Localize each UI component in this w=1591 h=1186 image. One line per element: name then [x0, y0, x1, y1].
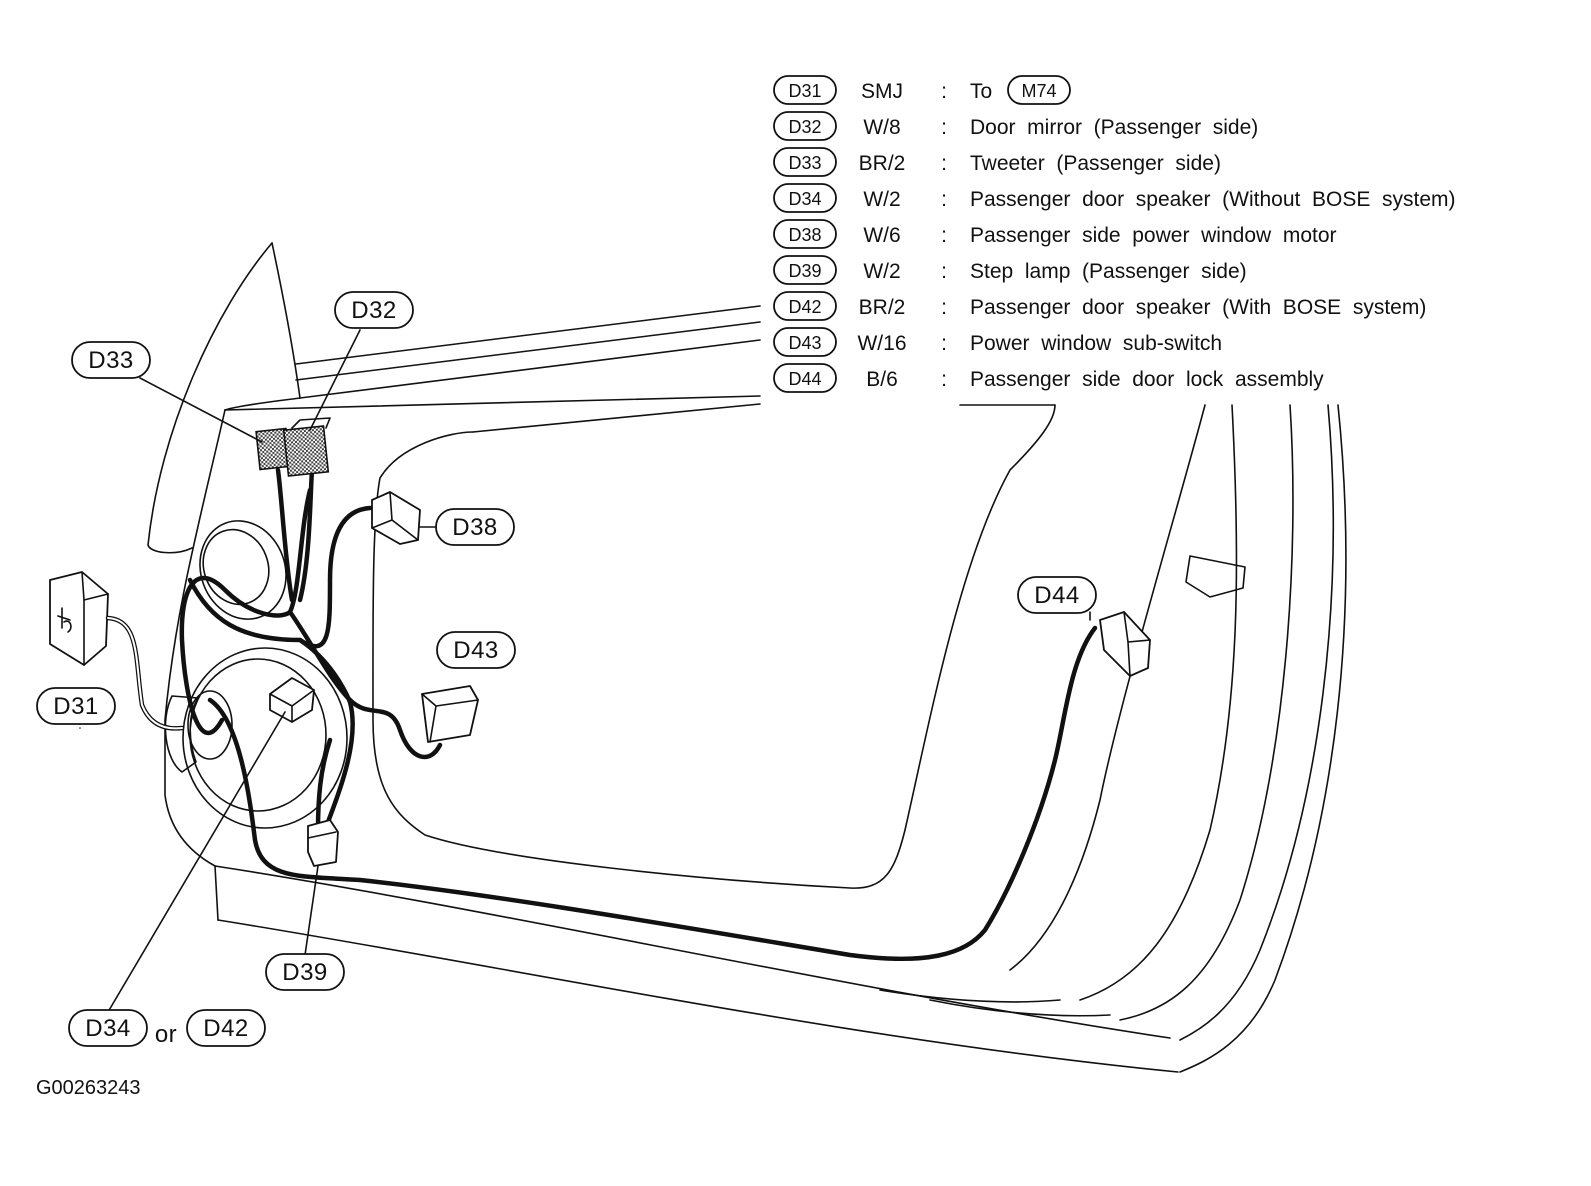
connector-d32-body: [282, 417, 331, 477]
legend-separator: :: [941, 224, 947, 247]
legend-ref-badge: [1007, 75, 1071, 105]
callout-d38: D38: [435, 508, 515, 546]
legend-description: Passenger side door lock assembly: [970, 368, 1324, 391]
legend-description: Tweeter (Passenger side): [970, 152, 1221, 175]
legend-spec: W/16: [857, 332, 906, 355]
connector-d39-body: [307, 819, 339, 867]
legend-code-badge: [773, 291, 837, 321]
legend-spec: BR/2: [859, 296, 906, 319]
connector-d44-body: [1099, 611, 1151, 677]
legend-code-badge: [773, 255, 837, 285]
callout-d32-label: D32: [351, 297, 397, 324]
legend-code-badge: [773, 111, 837, 141]
legend-code: D32: [788, 117, 821, 137]
connector-d38-body: [371, 491, 421, 545]
legend-code-badge: [773, 363, 837, 393]
legend-separator: :: [941, 332, 947, 355]
legend-code-badge: [773, 183, 837, 213]
wire-harness: [105, 467, 1098, 962]
legend-code-badge: [773, 147, 837, 177]
legend-spec: W/8: [863, 116, 900, 139]
legend-description: Power window sub-switch: [970, 332, 1222, 355]
legend-description: Passenger door speaker (Without BOSE sys…: [970, 188, 1456, 211]
legend-code: D39: [788, 261, 821, 281]
connector-d43-body: [421, 685, 479, 743]
legend-row: D38 W/6: Passenger side power window motor: [773, 219, 1337, 249]
legend-row: D31 SMJ: To M74: [773, 75, 1071, 105]
legend-separator: :: [941, 80, 947, 103]
legend-separator: :: [941, 368, 947, 391]
callout-or-word: or: [155, 1021, 177, 1048]
legend-code-badge: [773, 327, 837, 357]
legend-row: D39 W/2: Step lamp (Passenger side): [773, 255, 1247, 285]
legend-description: Passenger door speaker (With BOSE system…: [970, 296, 1426, 319]
legend-ref-code: M74: [1021, 81, 1056, 101]
legend-spec: W/6: [863, 224, 900, 247]
legend-description: Passenger side power window motor: [970, 224, 1337, 247]
callout-d39: D39: [265, 953, 345, 991]
legend-code: D44: [788, 369, 821, 389]
legend-spec: W/2: [863, 260, 900, 283]
callout-d44-label: D44: [1034, 582, 1080, 609]
callout-d42: D42: [186, 1009, 266, 1047]
legend-row: D42 BR/2: Passenger door speaker (With BOS…: [773, 291, 1426, 321]
connector-d34-body: [269, 677, 315, 723]
legend-code: D34: [788, 189, 821, 209]
legend-spec: SMJ: [861, 80, 903, 103]
legend-code: D31: [788, 81, 821, 101]
callout-d33: D33: [71, 341, 151, 379]
callout-d38-label: D38: [452, 514, 498, 541]
legend-spec: W/2: [863, 188, 900, 211]
legend-row: D43 W/16: Power window sub-switch: [773, 327, 1222, 357]
legend-code: D43: [788, 333, 821, 353]
callout-d31: D31: [36, 687, 116, 725]
legend-code-badge: [773, 75, 837, 105]
callout-d43: D43: [436, 631, 516, 669]
leader-lines: [79, 329, 1091, 1013]
legend-code-badge: [773, 219, 837, 249]
legend-separator: :: [941, 296, 947, 319]
callout-d39-label: D39: [282, 959, 328, 986]
legend-separator: :: [941, 152, 947, 175]
figure-code: G00263243: [36, 1077, 141, 1099]
callout-d34-label: D34: [85, 1015, 131, 1042]
legend-row: D34 W/2: Passenger door speaker (Without B…: [773, 183, 1456, 213]
callout-d43-label: D43: [453, 637, 499, 664]
legend-description: Step lamp (Passenger side): [970, 260, 1247, 283]
legend-row: D44 B/6: Passenger side door lock assembly: [773, 363, 1324, 393]
callout-d31-label: D31: [53, 693, 99, 720]
callout-d34: D34: [68, 1009, 148, 1047]
callout-d44: D44: [1017, 576, 1097, 614]
legend-spec: BR/2: [859, 152, 906, 175]
legend-row: D33 BR/2: Tweeter (Passenger side): [773, 147, 1221, 177]
callout-d42-label: D42: [203, 1015, 249, 1042]
door-outline: [147, 242, 1347, 1073]
callout-d33-label: D33: [88, 347, 134, 374]
legend-description: Door mirror (Passenger side): [970, 116, 1258, 139]
door-speaker-ring: [164, 647, 348, 829]
legend-separator: :: [941, 260, 947, 283]
legend-code: D38: [788, 225, 821, 245]
legend-separator: :: [941, 116, 947, 139]
legend-description: To: [970, 80, 992, 103]
callout-d32: D32: [334, 291, 414, 329]
d31-smj-box: [49, 571, 109, 666]
legend-code: D42: [788, 297, 821, 317]
legend-code: D33: [788, 153, 821, 173]
legend-spec: B/6: [866, 368, 898, 391]
legend-row: D32 W/8: Door mirror (Passenger side): [773, 111, 1258, 141]
legend-separator: :: [941, 188, 947, 211]
